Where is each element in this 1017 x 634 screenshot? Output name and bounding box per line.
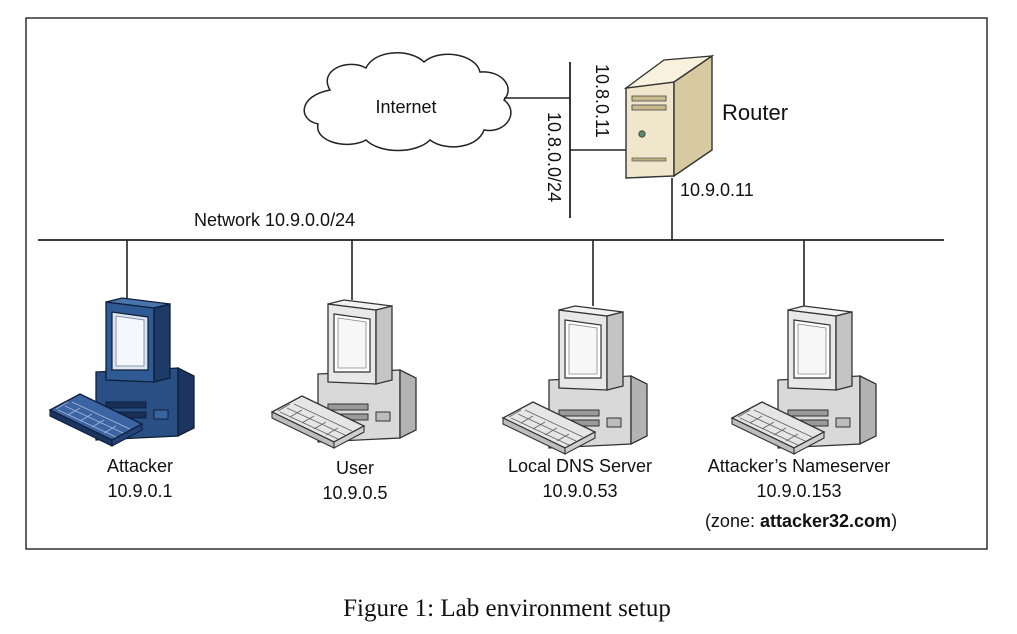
user-name-label: User <box>336 458 374 478</box>
router-label: Router <box>722 100 788 125</box>
zone-domain: attacker32.com <box>760 511 891 531</box>
local-dns-computer-icon <box>502 305 648 455</box>
nameserver-name-label: Attacker’s Nameserver <box>708 456 890 476</box>
user-computer-icon <box>271 299 417 449</box>
internal-network-label: Network 10.9.0.0/24 <box>194 210 355 230</box>
external-network-label: 10.8.0.0/24 <box>544 112 564 202</box>
diagram-frame <box>25 17 988 550</box>
internet-label: Internet <box>375 97 436 117</box>
zone-prefix: (zone: <box>705 511 760 531</box>
router-icon <box>623 54 715 179</box>
zone-suffix: ) <box>891 511 897 531</box>
attacker-name-label: Attacker <box>107 456 173 476</box>
router-external-ip-label: 10.8.0.11 <box>592 64 612 138</box>
nameserver-computer-icon <box>731 305 877 455</box>
internet-cloud-icon <box>303 52 512 152</box>
attacker-ip-label: 10.9.0.1 <box>107 481 172 501</box>
figure-caption: Figure 1: Lab environment setup <box>343 595 671 622</box>
local-dns-ip-label: 10.9.0.53 <box>542 481 617 501</box>
local-dns-name-label: Local DNS Server <box>508 456 652 476</box>
user-ip-label: 10.9.0.5 <box>322 483 387 503</box>
nameserver-ip-label: 10.9.0.153 <box>756 481 841 501</box>
attacker-computer-icon <box>49 297 195 447</box>
router-internal-ip-label: 10.9.0.11 <box>680 180 754 200</box>
zone-label: (zone: attacker32.com) <box>705 511 897 531</box>
